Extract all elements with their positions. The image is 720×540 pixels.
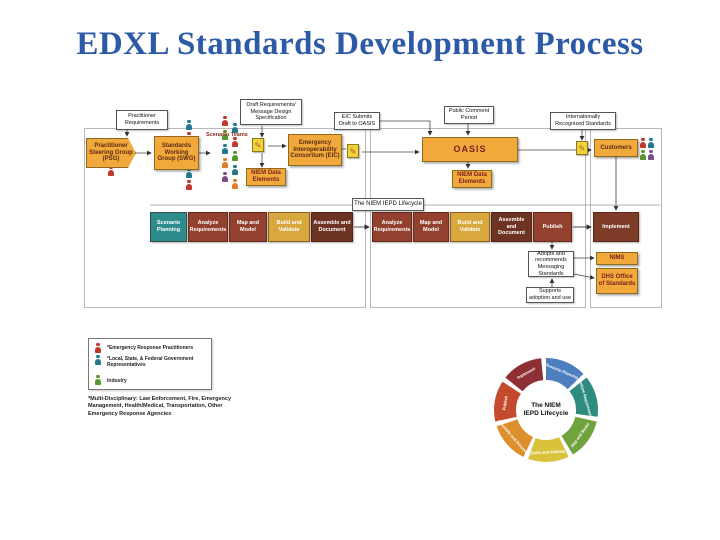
practitioner-requirements-box: Practitioner Requirements bbox=[116, 110, 168, 130]
legend-item: *Local, State, & Federal Government Repr… bbox=[107, 356, 194, 368]
niem-iepd-lifecycle-band-label: The NIEM IEPD Lifecycle bbox=[352, 198, 424, 211]
legend-item: *Emergency Response Practitioners bbox=[107, 345, 194, 351]
lifecycle-stage: Map and Model bbox=[413, 212, 449, 242]
person-icon bbox=[648, 138, 654, 148]
lifecycle-stage: Map and Model bbox=[229, 212, 267, 242]
legend-box: *Emergency Response Practitioners *Local… bbox=[88, 338, 212, 390]
lifecycle-stage: Assemble and Document bbox=[491, 212, 532, 242]
person-icon bbox=[186, 120, 192, 130]
person-icon bbox=[222, 172, 228, 182]
document-pencil-icon: ✎ bbox=[347, 144, 359, 158]
person-icon bbox=[186, 180, 192, 190]
person-icon bbox=[640, 138, 646, 148]
lifecycle-stage: Implement bbox=[593, 212, 639, 242]
footnote: *Multi-Disciplinary: Law Enforcement, Fi… bbox=[88, 396, 232, 417]
person-icon bbox=[222, 130, 228, 140]
supports-adoption-box: Supports adoption and use bbox=[526, 287, 574, 303]
swg-box: Standards Working Group (SWG) bbox=[154, 136, 199, 170]
group-outline-right bbox=[590, 128, 662, 308]
dhs-office-box: DHS Office of Standards bbox=[596, 268, 638, 294]
scenario-teams-label: Scenario Teams bbox=[206, 132, 248, 138]
person-icon bbox=[95, 355, 101, 365]
draft-spec-box: Draft Requirements/ Message Design Speci… bbox=[240, 99, 302, 125]
lifecycle-stage: Build and Validate bbox=[268, 212, 310, 242]
person-icon bbox=[222, 144, 228, 154]
person-icon bbox=[222, 116, 228, 126]
lifecycle-stage: Analyze Requirements bbox=[372, 212, 412, 242]
person-icon bbox=[640, 150, 646, 160]
slide-title: EDXL Standards Development Process bbox=[76, 26, 644, 62]
psg-box: Practitioner Steering Group (PSG) bbox=[86, 138, 136, 168]
lifecycle-center-label: The NIEM IEPD Lifecycle bbox=[523, 401, 569, 417]
niem-iepd-lifecycle-circle: Scenario Planning Analyze Requirements M… bbox=[486, 348, 610, 474]
lifecycle-stage: Analyze Requirements bbox=[188, 212, 228, 242]
lifecycle-stage: Scenario Planning bbox=[150, 212, 187, 242]
person-icon bbox=[648, 150, 654, 160]
person-icon bbox=[232, 179, 238, 189]
person-icon bbox=[222, 158, 228, 168]
intl-standards-box: Internationally Recognized Standards bbox=[550, 112, 616, 130]
customers-box: Customers bbox=[594, 139, 638, 157]
eic-submits-box: EIC Submits Draft to OASIS bbox=[334, 112, 380, 130]
person-icon bbox=[95, 375, 101, 385]
nims-box: NIMS bbox=[596, 252, 638, 265]
person-icon bbox=[232, 165, 238, 175]
lifecycle-stage: Assemble and Document bbox=[311, 212, 353, 242]
person-icon bbox=[232, 123, 238, 133]
niem-data-elements-right-box: NIEM Data Elements bbox=[452, 170, 492, 188]
lifecycle-stage: Publish bbox=[533, 212, 572, 242]
document-pencil-icon: ✎ bbox=[252, 138, 264, 152]
public-comment-box: Public Comment Period bbox=[444, 106, 494, 124]
eic-box: Emergency Interoperability Consortium (E… bbox=[288, 134, 342, 166]
person-icon bbox=[95, 343, 101, 353]
legend-item: Industry bbox=[107, 378, 127, 384]
oasis-box: OASIS bbox=[422, 137, 518, 162]
lifecycle-stage: Build and Validate bbox=[450, 212, 490, 242]
person-icon bbox=[232, 151, 238, 161]
person-icon bbox=[232, 137, 238, 147]
niem-data-elements-left-box: NIEM Data Elements bbox=[246, 168, 286, 186]
adopts-standards-box: Adopts and recommends Messaging Standard… bbox=[528, 251, 574, 277]
group-outline-middle bbox=[370, 128, 586, 308]
group-outline-left bbox=[84, 128, 366, 308]
document-pencil-icon: ✎ bbox=[576, 141, 588, 155]
